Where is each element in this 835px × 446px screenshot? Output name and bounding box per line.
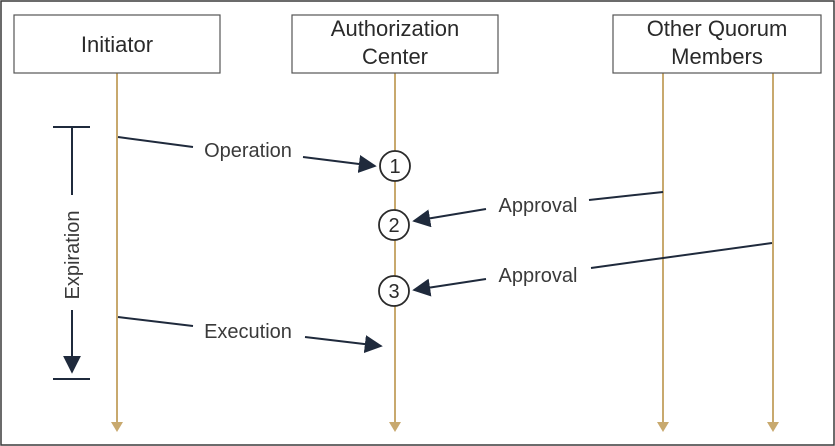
expiration-label: Expiration: [62, 211, 84, 300]
actor-other-quorum-members: Other Quorum Members: [612, 14, 822, 74]
actor-initiator-label: Initiator: [81, 32, 153, 57]
auth-center-lifeline-arrow: [389, 422, 401, 432]
message-approval-1: Approval: [412, 191, 664, 228]
actor-quorum-line1: Other Quorum: [647, 16, 788, 41]
message-approval-2: Approval: [412, 242, 773, 297]
step-1-marker: 1: [379, 150, 411, 182]
step-2-marker: 2: [378, 209, 410, 241]
step-3-label: 3: [388, 281, 399, 303]
actor-quorum-line2: Members: [671, 44, 763, 69]
initiator-lifeline-arrow: [111, 422, 123, 432]
expiration-bracket: Expiration: [53, 126, 90, 380]
quorum-lifeline-2-arrow: [767, 422, 779, 432]
quorum-lifeline-1-arrow: [657, 422, 669, 432]
message-operation: Operation: [117, 136, 377, 173]
step-1-label: 1: [389, 156, 400, 178]
step-3-marker: 3: [378, 275, 410, 307]
step-2-label: 2: [388, 215, 399, 237]
message-approval-1-label: Approval: [499, 195, 578, 217]
message-execution-label: Execution: [204, 321, 292, 343]
actor-auth-center-line2: Center: [362, 44, 428, 69]
actor-initiator: Initiator: [13, 14, 221, 74]
message-execution: Execution: [117, 316, 383, 354]
actor-auth-center-line1: Authorization: [331, 16, 459, 41]
message-operation-label: Operation: [204, 140, 292, 162]
actor-authorization-center: Authorization Center: [291, 14, 499, 74]
message-approval-2-label: Approval: [499, 265, 578, 287]
